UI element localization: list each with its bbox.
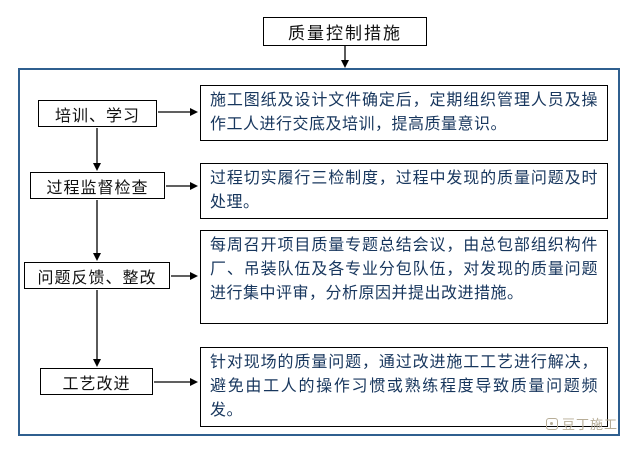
desc-box-process-supervision: 过程切实履行三检制度，过程中发现的质量问题及时处理。: [200, 163, 608, 219]
step-label: 工艺改进: [62, 375, 131, 393]
desc-box-process-improvement: 针对现场的质量问题，通过改进施工工艺进行解决，避免由工人的操作习惯或熟练程度导致…: [200, 347, 608, 427]
flowchart-title-box: 质量控制措施: [263, 17, 427, 46]
arrow-title-to-frame-icon: [341, 46, 349, 68]
desc-box-training: 施工图纸及设计文件确定后，定期组织管理人员及操作工人进行交底及培训，提高质量意识…: [200, 85, 608, 141]
step-box-process-supervision: 过程监督检查: [30, 172, 165, 199]
desc-text: 过程切实履行三检制度，过程中发现的质量问题及时处理。: [210, 170, 598, 211]
desc-text: 施工图纸及设计文件确定后，定期组织管理人员及操作工人进行交底及培训，提高质量意识…: [210, 92, 598, 133]
watermark-logo-icon: [545, 417, 558, 430]
step-box-training: 培训、学习: [38, 100, 157, 127]
step-box-feedback-rectification: 问题反馈、整改: [24, 262, 170, 289]
step-label: 问题反馈、整改: [37, 269, 157, 287]
step-label: 过程监督检查: [46, 179, 149, 197]
flowchart-outer-frame: [18, 68, 620, 436]
desc-text: 每周召开项目质量专题总结会议，由总包部组织构件厂、吊装队伍及各专业分包队伍，对发…: [210, 237, 598, 302]
desc-box-feedback-rectification: 每周召开项目质量专题总结会议，由总包部组织构件厂、吊装队伍及各专业分包队伍，对发…: [200, 230, 608, 324]
watermark-text: 豆丁施工: [561, 417, 618, 432]
flowchart-title: 质量控制措施: [288, 24, 402, 43]
step-box-process-improvement: 工艺改进: [40, 368, 153, 395]
desc-text: 针对现场的质量问题，通过改进施工工艺进行解决，避免由工人的操作习惯或熟练程度导致…: [210, 354, 598, 419]
step-label: 培训、学习: [54, 107, 140, 125]
watermark: 豆丁施工: [545, 414, 618, 433]
